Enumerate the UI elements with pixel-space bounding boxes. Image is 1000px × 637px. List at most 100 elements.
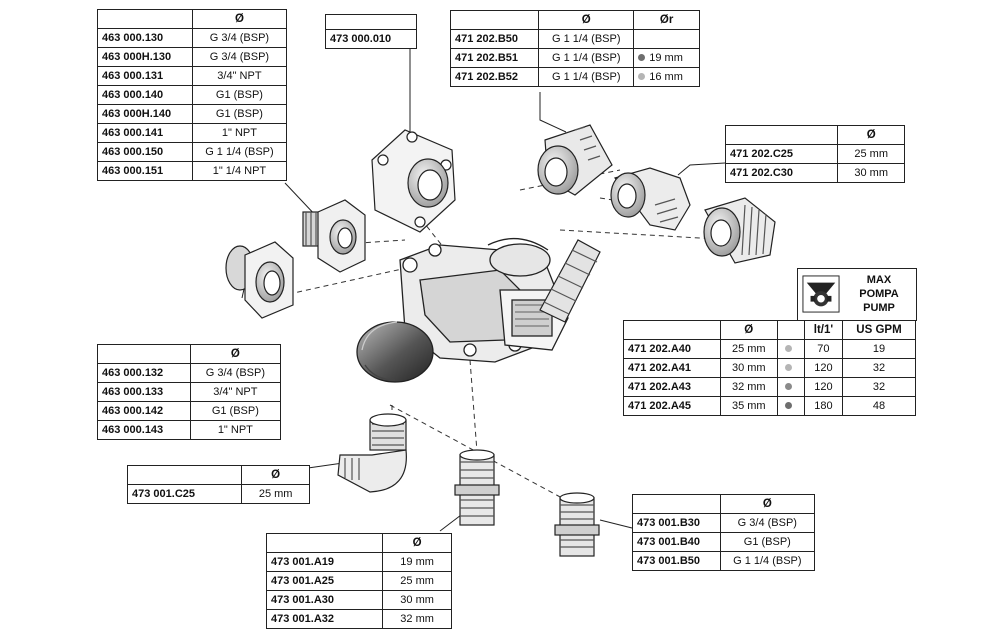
elbow-fitting-lower <box>337 413 407 493</box>
part-code: 463 000.141 <box>97 123 193 143</box>
thread-size: G 3/4 (BSP) <box>719 513 816 533</box>
part-code: 463 000.131 <box>97 66 193 86</box>
flange-fitting-small <box>225 241 294 319</box>
part-code: 471 202.C25 <box>724 144 839 164</box>
part-code: 463 000.150 <box>97 142 193 162</box>
flow-gpm: 19 <box>841 339 917 359</box>
thread-size: G 1 1/4 (BSP) <box>191 142 288 162</box>
flow-lt: 70 <box>803 339 843 359</box>
part-code: 463 000.130 <box>97 28 193 48</box>
column-header-diameter: Ø <box>538 10 635 30</box>
color-code-dot <box>785 383 793 391</box>
color-cell <box>776 358 805 378</box>
part-code: 473 001.A25 <box>265 571 384 591</box>
thread-size: G 1 1/4 (BSP) <box>538 29 635 49</box>
color-code-dot <box>785 402 793 410</box>
part-code: 471 202.A45 <box>623 396 721 416</box>
column-header-code <box>265 533 384 553</box>
column-header-diameter: Ø <box>191 9 288 29</box>
thread-size: G 1 1/4 (BSP) <box>719 551 816 571</box>
hose-size-cell: 19 mm <box>633 48 700 68</box>
max-label: MAX <box>866 274 892 286</box>
flow-gpm: 48 <box>841 396 917 416</box>
flange-fitting-large <box>371 129 456 233</box>
part-code: 473 001.B30 <box>632 513 721 533</box>
column-header-diameter: Ø <box>719 494 816 514</box>
thread-size: G 1 1/4 (BSP) <box>538 67 635 87</box>
flow-gpm: 32 <box>841 358 917 378</box>
part-code: 463 000.133 <box>97 382 191 402</box>
part-code: 471 202.C30 <box>724 163 839 183</box>
hose-size: 25 mm <box>837 144 905 164</box>
column-header-diameter: Ø <box>382 533 452 553</box>
part-code: 463 000.140 <box>97 85 193 105</box>
pompa-label: POMPA <box>859 288 899 300</box>
part-code: 473 001.A30 <box>265 590 384 610</box>
pump-icon <box>802 275 840 313</box>
color-code-dot <box>785 345 793 353</box>
column-header-diameter: Ø <box>241 465 310 485</box>
hose-size: 32 mm <box>382 609 452 629</box>
column-header-lt-per-min: lt/1' <box>803 320 843 340</box>
column-header-code <box>724 125 839 145</box>
flow-lt: 120 <box>803 358 843 378</box>
part-code: 463 000H.140 <box>97 104 193 124</box>
hose-size: 25 mm <box>719 339 778 359</box>
hose-size: 19 mm <box>382 552 452 572</box>
header-spacer <box>325 14 417 30</box>
thread-size: G1 (BSP) <box>191 104 288 124</box>
hose-size: 19 mm <box>649 51 683 64</box>
part-code: 471 202.B50 <box>449 29 540 49</box>
straight-fitting-lower <box>454 449 500 526</box>
column-header-diameter: Ø <box>719 320 778 340</box>
column-header-code <box>126 465 243 485</box>
column-header-code <box>97 344 191 364</box>
hose-size: 30 mm <box>837 163 905 183</box>
column-header-us-gpm: US GPM <box>841 320 917 340</box>
thread-size: G1 (BSP) <box>189 401 282 421</box>
pump-label: PUMP <box>863 302 895 314</box>
column-header-diameter: Ø <box>189 344 282 364</box>
column-header-code <box>623 320 721 340</box>
flow-lt: 180 <box>803 396 843 416</box>
thread-size: 1" NPT <box>191 123 288 143</box>
color-code-dot <box>638 73 646 81</box>
part-code: 473 001.A19 <box>265 552 384 572</box>
hose-size: 25 mm <box>382 571 452 591</box>
table-473-000-010: 473 000.010 <box>325 14 417 49</box>
threaded-fitting-lower <box>554 492 600 557</box>
elbow-fitting-c <box>610 167 691 231</box>
color-cell <box>776 396 805 416</box>
thread-size: G 3/4 (BSP) <box>191 47 288 67</box>
hose-size: 16 mm <box>649 70 683 83</box>
hose-size: 32 mm <box>719 377 778 397</box>
thread-size: G1 (BSP) <box>191 85 288 105</box>
flange-fitting-threaded <box>302 199 366 273</box>
part-code: 471 202.B52 <box>449 67 540 87</box>
column-header-hose-diameter: Ør <box>633 10 700 30</box>
